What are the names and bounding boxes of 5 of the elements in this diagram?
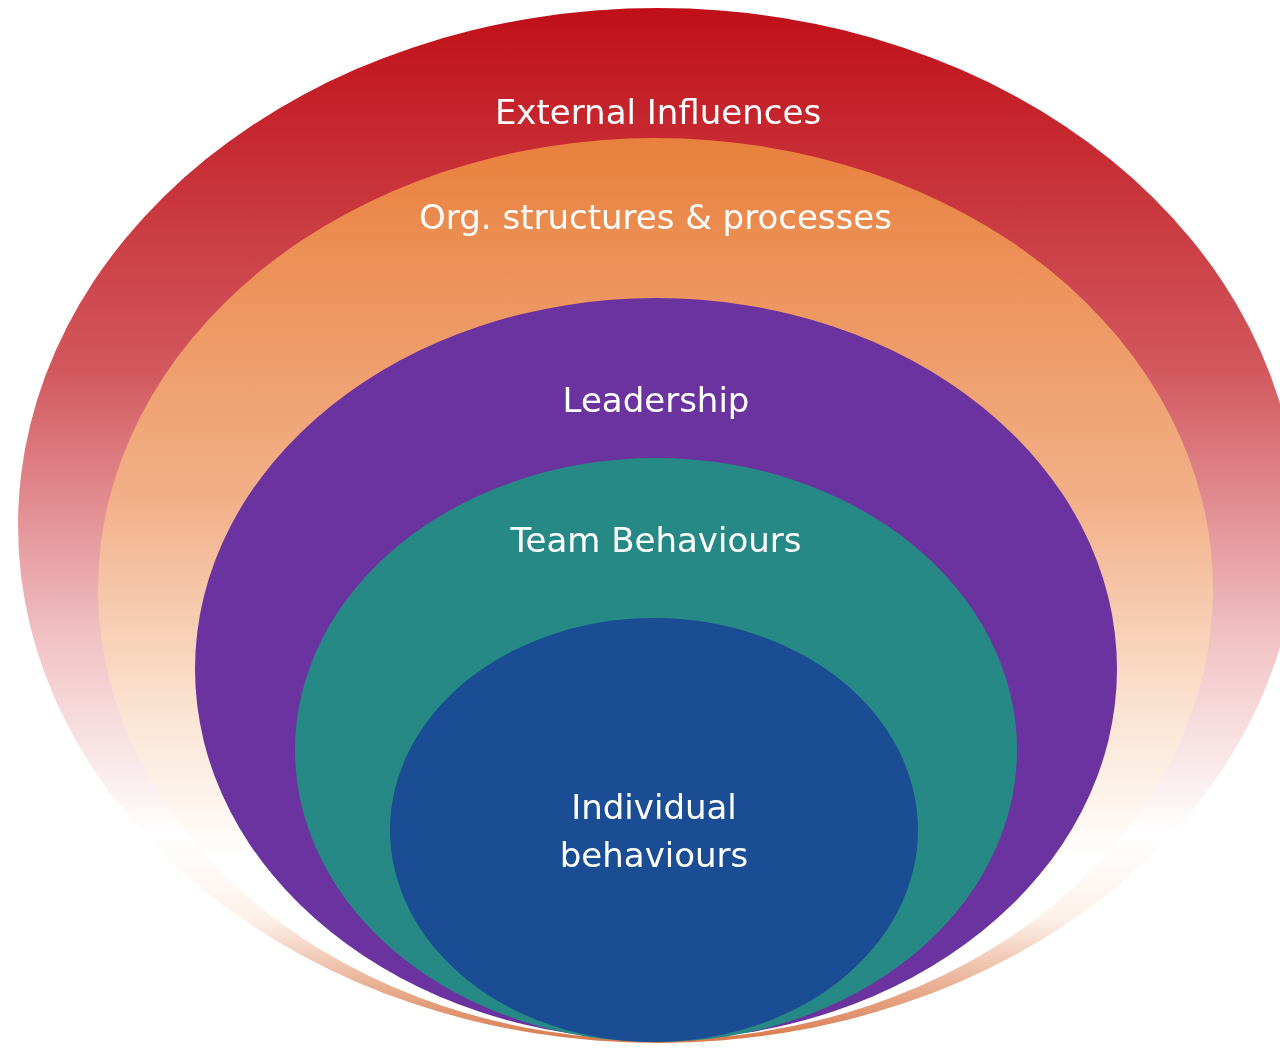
layer-label: Individual behaviours: [558, 786, 750, 877]
layer-label: Org. structures & processes: [418, 196, 893, 239]
layer-label: External Influences: [493, 91, 823, 134]
layer-label: Leadership: [561, 379, 751, 422]
layer-label: Team Behaviours: [509, 519, 803, 562]
